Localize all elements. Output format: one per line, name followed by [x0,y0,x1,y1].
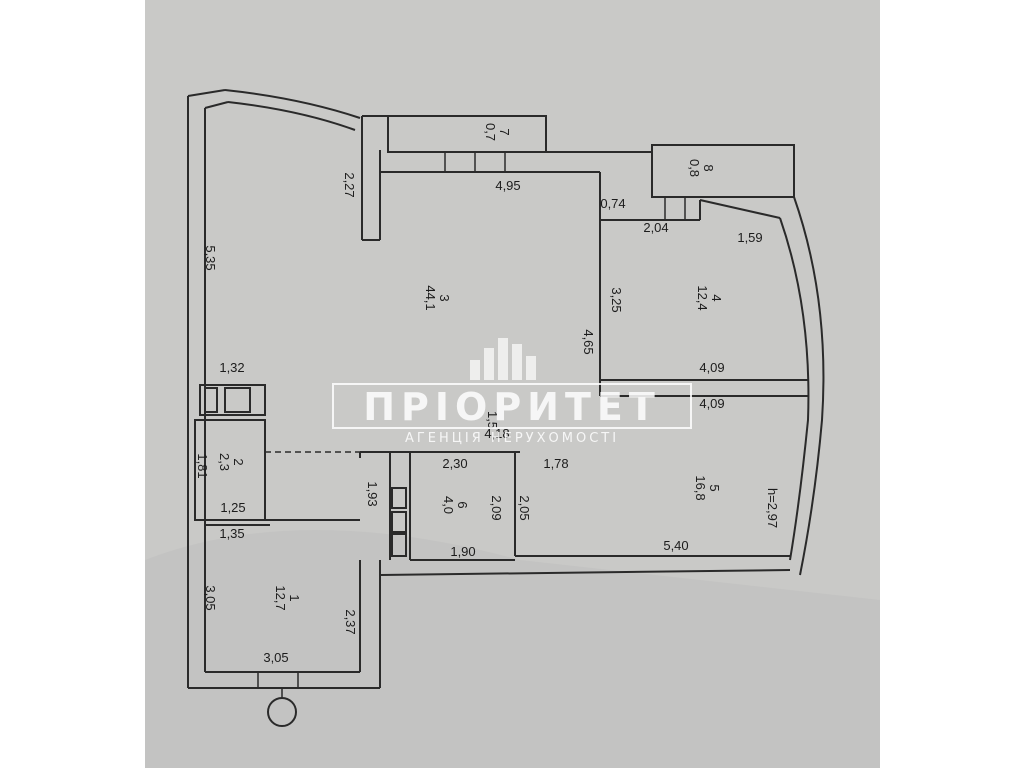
dim-label: 4,09 [699,360,724,375]
dim-label: 2,05 [517,495,532,520]
room-4-area: 12,4 [695,285,710,310]
building-logo-icon [470,338,536,380]
dim-label: 4,09 [699,396,724,411]
dim-label: 2,09 [489,495,504,520]
dim-label: 2,04 [643,220,668,235]
dim-label: 4,18 [484,426,509,441]
room-8-area: 0,8 [687,159,702,177]
dim-label: 1,25 [220,500,245,515]
dimension-labels: 5,35 2,27 4,95 0,74 2,04 1,59 3,25 4,65 … [195,172,780,665]
dim-label: 2,37 [343,609,358,634]
dim-label: 1,5 [485,411,500,429]
room-5-area: 16,8 [693,475,708,500]
room-2-area: 2,3 [217,453,232,471]
watermark-title: ПРІОРИТЕТ [363,385,661,429]
dim-label: 2,27 [342,172,357,197]
paper-shadow [145,530,880,768]
room-7-number: 7 [497,128,512,135]
dim-label: 1,90 [450,544,475,559]
dim-label: 5,40 [663,538,688,553]
room-7-area: 0,7 [483,123,498,141]
room-1-number: 1 [287,594,302,601]
dim-label: 5,35 [203,245,218,270]
dim-label: 1,59 [737,230,762,245]
dim-label: 1,35 [219,526,244,541]
room-5-number: 5 [707,484,722,491]
room-8-number: 8 [701,164,716,171]
dim-label: 1,93 [365,481,380,506]
room-1-area: 12,7 [273,585,288,610]
dim-label: 3,05 [203,585,218,610]
dim-label: 4,95 [495,178,520,193]
dim-label: h=2,97 [765,488,780,528]
dim-label: 3,05 [263,650,288,665]
openings [257,152,686,688]
dim-label: 3,25 [609,287,624,312]
dim-label: 1,32 [219,360,244,375]
room-3-area: 44,1 [423,285,438,310]
dim-label: 2,30 [442,456,467,471]
watermark-subtitle: АГЕНЦІЯ НЕРУХОМОСТІ [405,431,619,446]
watermark: ПРІОРИТЕТ АГЕНЦІЯ НЕРУХОМОСТІ [332,338,692,446]
room-3-number: 3 [437,294,452,301]
dim-label: 1,81 [195,453,210,478]
room-4-number: 4 [709,294,724,301]
watermark-frame [332,383,692,429]
room-2-number: 2 [231,458,246,465]
dim-label: 0,74 [600,196,625,211]
dim-label: 4,65 [581,329,596,354]
dim-label: 1,78 [543,456,568,471]
room-6-area: 4,0 [441,496,456,514]
room-6-number: 6 [455,501,470,508]
walls [187,89,825,689]
room-labels: 344,1 412,4 516,8 64,0 22,3 112,7 70,7 8… [217,123,724,611]
